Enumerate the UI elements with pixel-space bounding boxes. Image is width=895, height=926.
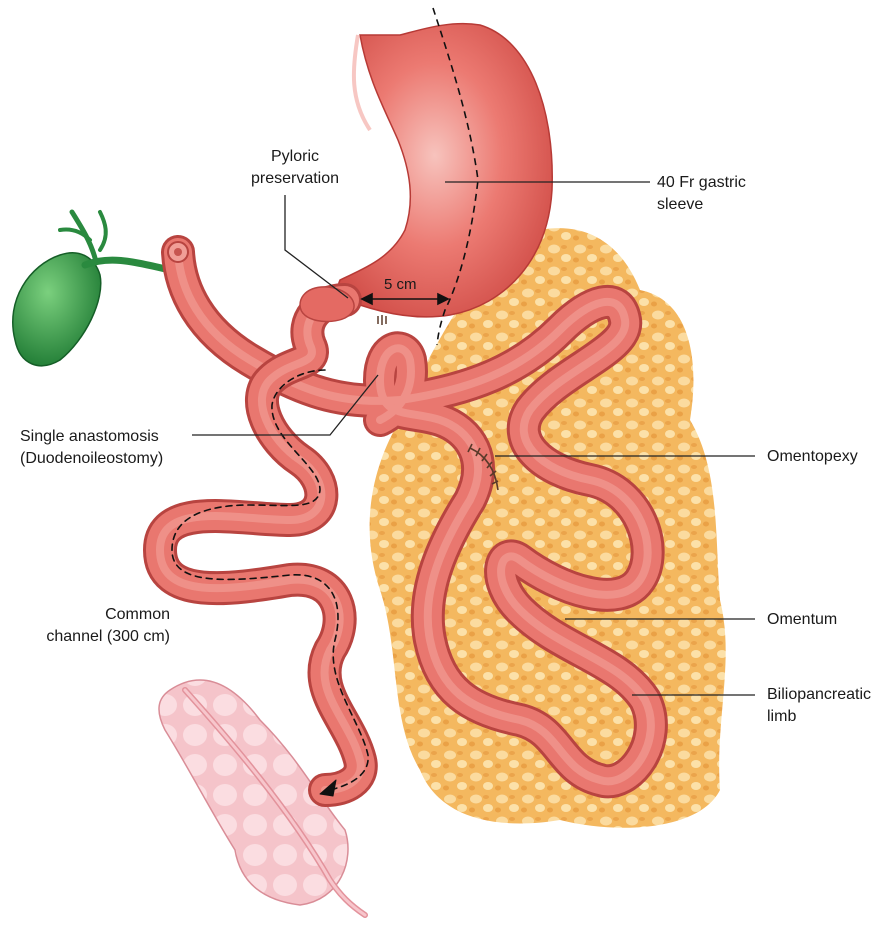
- label-anastomosis-line2: (Duodenoileostomy): [20, 448, 163, 470]
- label-biliopancreatic-limb: Biliopancreatic limb: [767, 684, 871, 728]
- label-common-channel: Common channel (300 cm): [20, 604, 170, 648]
- label-bilio-line1: Biliopancreatic: [767, 684, 871, 706]
- label-anastomosis-line1: Single anastomosis: [20, 426, 163, 448]
- label-pyloric-preservation: Pyloric preservation: [240, 146, 350, 190]
- label-common-line2: channel (300 cm): [20, 626, 170, 648]
- label-gastric-sleeve: 40 Fr gastric sleeve: [657, 172, 746, 216]
- label-pyloric-line2: preservation: [240, 168, 350, 190]
- label-omentum: Omentum: [767, 609, 837, 631]
- label-common-line1: Common: [20, 604, 170, 626]
- gallbladder: [13, 212, 170, 366]
- label-gastric-line1: 40 Fr gastric: [657, 172, 746, 194]
- stomach: [339, 24, 553, 317]
- label-pyloric-line1: Pyloric: [240, 146, 350, 168]
- label-bilio-line2: limb: [767, 706, 871, 728]
- staple-line-anastomosis: [378, 315, 386, 325]
- label-omentopexy: Omentopexy: [767, 446, 858, 468]
- label-single-anastomosis: Single anastomosis (Duodenoileostomy): [20, 426, 163, 470]
- label-5cm: 5 cm: [384, 276, 417, 293]
- label-gastric-line2: sleeve: [657, 194, 746, 216]
